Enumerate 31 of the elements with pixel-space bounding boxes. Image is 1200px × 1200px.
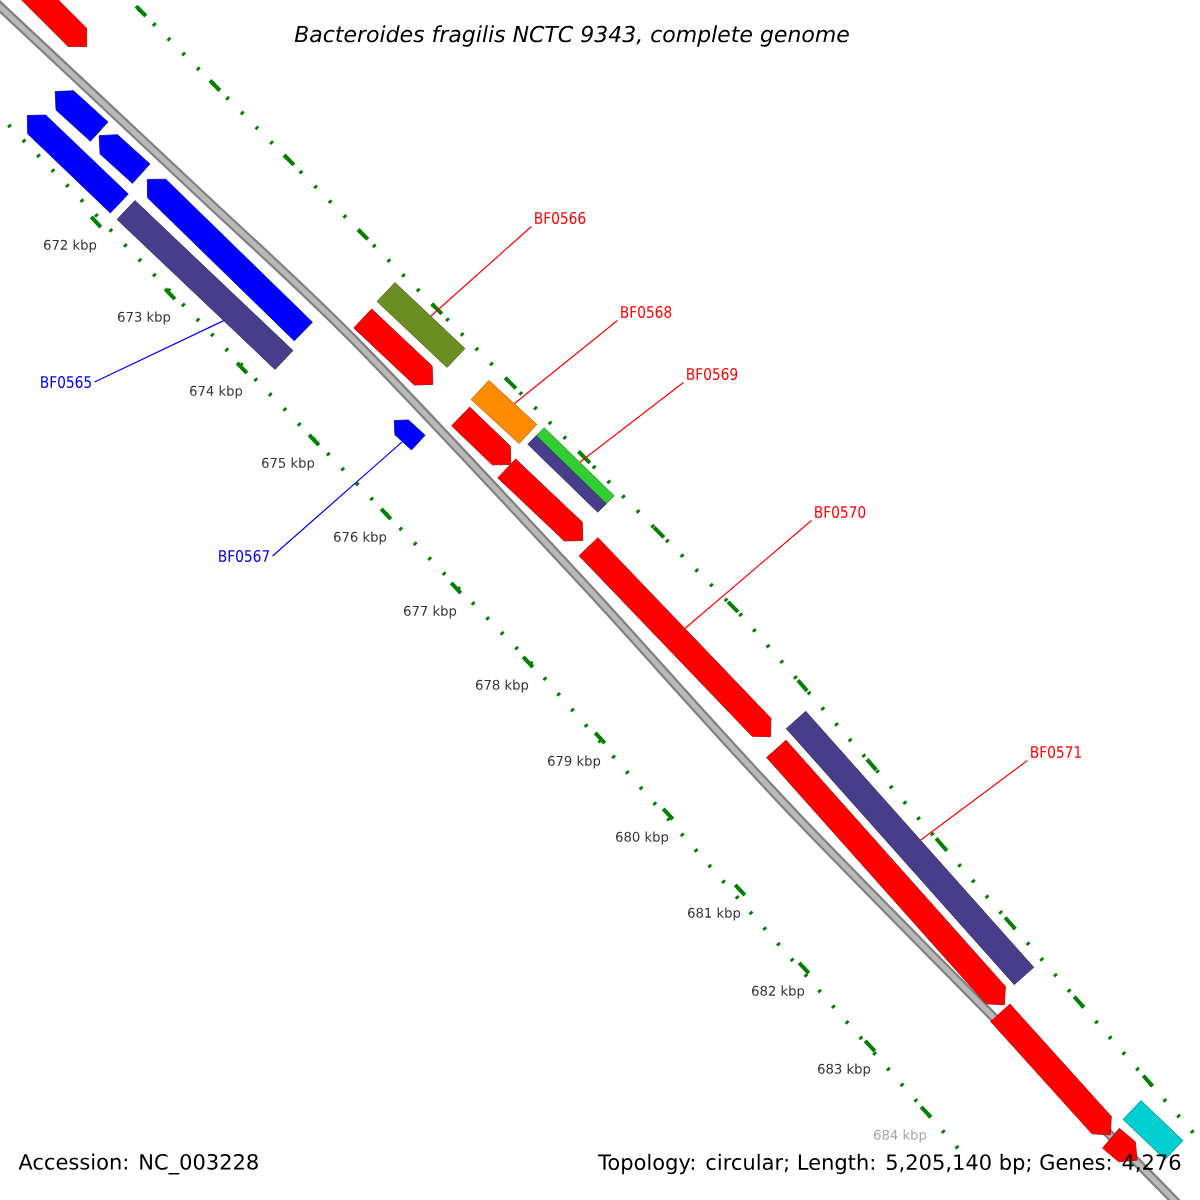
leader-line [430, 225, 532, 317]
leader-line [579, 381, 684, 463]
leader-line [94, 320, 225, 383]
gene-bar [376, 282, 466, 368]
gene-pentagon [353, 308, 434, 386]
gene-pentagon [15, 0, 87, 47]
leader-line [272, 441, 404, 557]
gene-label: BF0569 [687, 367, 738, 381]
gene-bar [470, 380, 538, 444]
gene-label: BF0568 [621, 305, 672, 319]
gene-pentagon [497, 458, 584, 542]
gene-pentagon [146, 178, 313, 342]
leader-line [919, 759, 1028, 841]
gene-pentagon [451, 406, 512, 466]
leader-line [684, 519, 812, 630]
gene-label: BF0570 [815, 505, 866, 519]
gene-pentagon [54, 90, 109, 142]
title: Bacteroides fragilis NCTC 9343, complete genome [294, 25, 849, 47]
footer-text: Topology: circular; Length: 5,205,140 bp; Genes: 4,276 [598, 1153, 1181, 1175]
gene-label: BF0566 [535, 211, 586, 225]
gene-label: BF0571 [1031, 745, 1081, 759]
leader-line [513, 319, 618, 405]
gene-bar [116, 200, 294, 370]
footer-text: Accession: NC_003228 [18, 1153, 258, 1175]
gene-bar [785, 710, 1035, 986]
gene-pentagon [98, 134, 151, 184]
gene-pentagon [578, 537, 772, 738]
gene-pentagon [393, 419, 426, 451]
gene-pentagon [990, 1003, 1112, 1136]
gene-label: BF0567 [219, 549, 269, 563]
gene-label: BF0565 [41, 375, 91, 389]
